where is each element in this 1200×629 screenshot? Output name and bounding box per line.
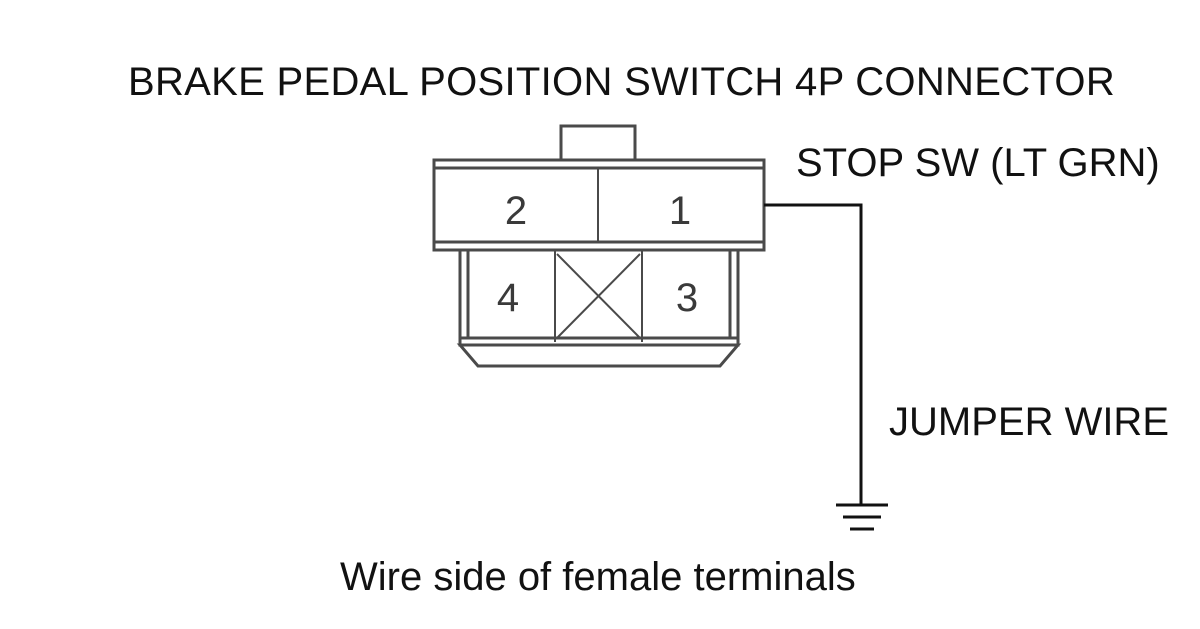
diagram-title: BRAKE PEDAL POSITION SWITCH 4P CONNECTOR — [128, 60, 1115, 104]
jumper-wire-line — [764, 203, 863, 505]
connector-body — [432, 124, 766, 368]
terminal-2-label: 2 — [505, 189, 527, 233]
terminal-1-label: 1 — [669, 189, 691, 233]
connector-bottom-bevel — [456, 343, 742, 368]
ground-symbol-icon — [836, 503, 888, 531]
stop-sw-wire-label: STOP SW (LT GRN) — [796, 141, 1160, 185]
jumper-wire-label: JUMPER WIRE — [889, 400, 1169, 444]
terminal-4-label: 4 — [497, 276, 519, 320]
terminal-3-label: 3 — [676, 276, 698, 320]
locking-tab — [559, 124, 637, 162]
view-caption: Wire side of female terminals — [340, 555, 856, 599]
